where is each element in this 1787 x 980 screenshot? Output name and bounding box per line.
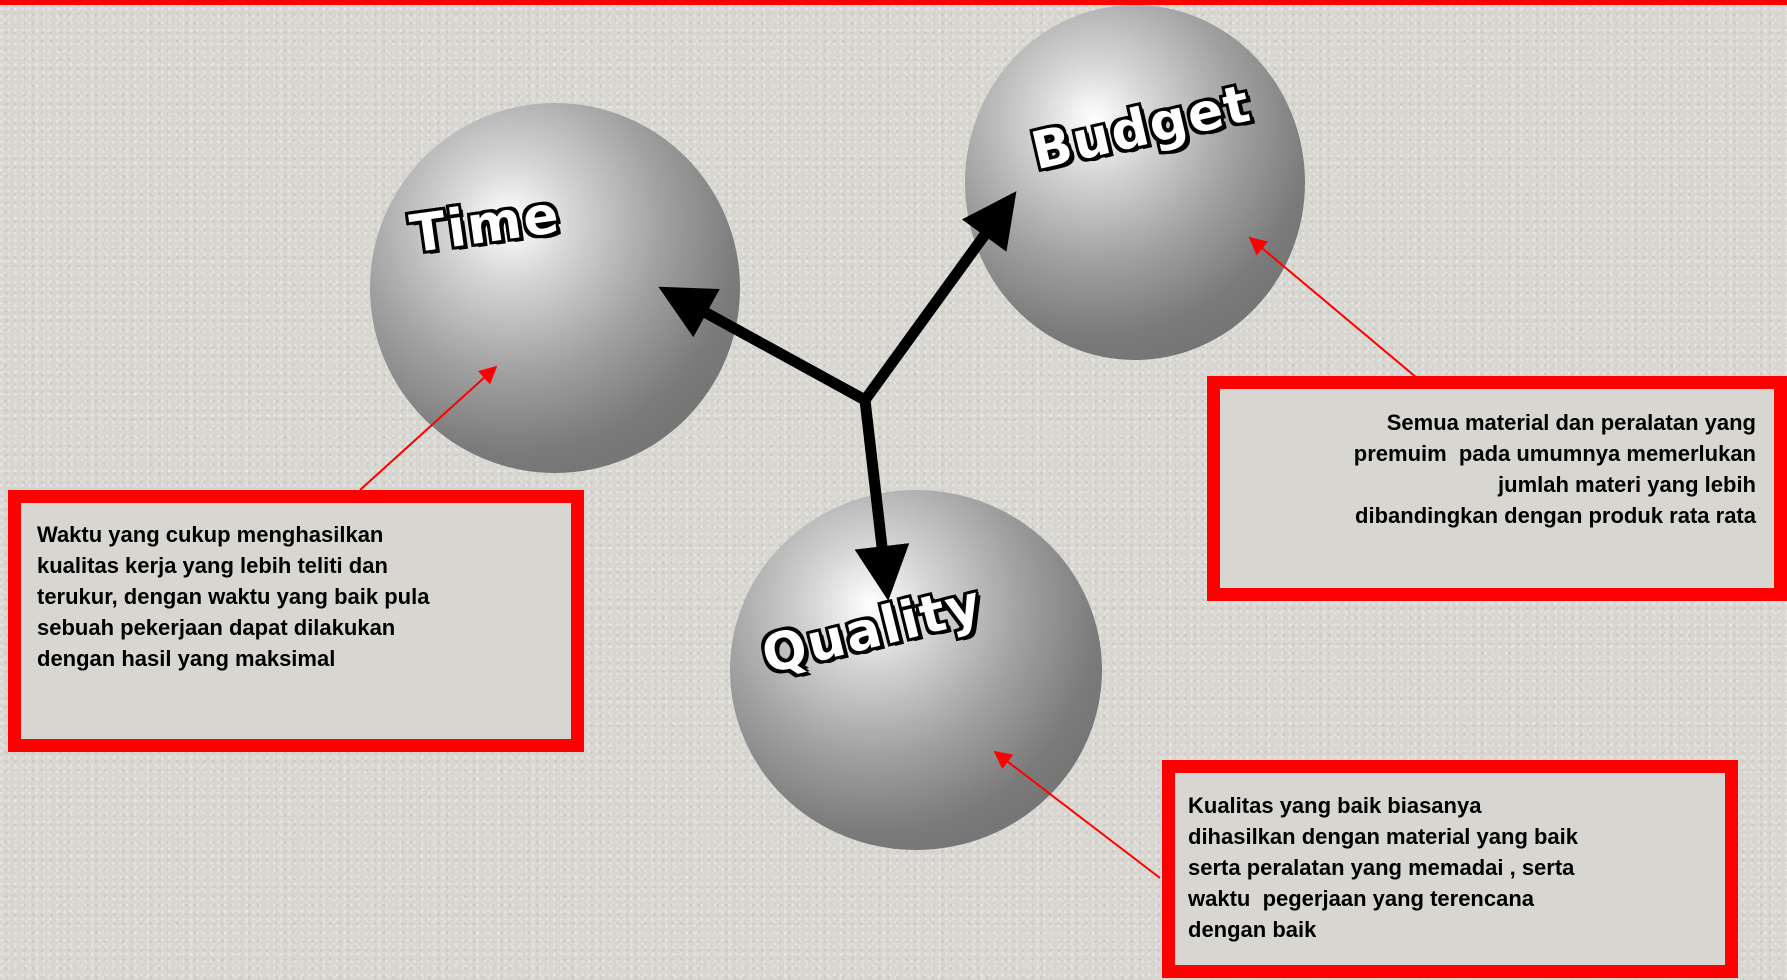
quality-callout-text: Kualitas yang baik biasanya dihasilkan d… xyxy=(1188,790,1578,945)
time-callout-line: dengan hasil yang maksimal xyxy=(37,646,336,671)
time-callout-line: terukur, dengan waktu yang baik pula xyxy=(37,584,430,609)
budget-callout-line: premuim pada umumnya memerlukan xyxy=(1353,441,1756,466)
time-callout-text: Waktu yang cukup menghasilkan kualitas k… xyxy=(37,519,429,674)
pointer-time xyxy=(359,365,498,491)
arrow-to-quality xyxy=(854,399,910,601)
time-callout xyxy=(8,490,584,752)
budget-callout-line: jumlah materi yang lebih xyxy=(1498,472,1756,497)
quality-callout-line: waktu pegerjaan yang terencana xyxy=(1188,886,1535,911)
budget-callout xyxy=(1207,376,1787,601)
arrow-to-budget xyxy=(860,191,1017,404)
time-callout-line: sebuah pekerjaan dapat dilakukan xyxy=(37,615,396,640)
quality-sphere xyxy=(730,490,1102,850)
quality-callout-line: serta peralatan yang memadai , serta xyxy=(1188,855,1575,880)
pointer-budget xyxy=(1248,236,1418,379)
arrow-to-time xyxy=(658,286,868,405)
budget-callout-line: dibandingkan dengan produk rata rata xyxy=(1355,503,1756,528)
quality-callout-line: Kualitas yang baik biasanya xyxy=(1188,793,1482,818)
quality-callout-line: dihasilkan dengan material yang baik xyxy=(1188,824,1579,849)
quality-callout-line: dengan baik xyxy=(1188,917,1317,942)
budget-sphere xyxy=(965,5,1305,360)
budget-callout-text: Semua material dan peralatan yang premui… xyxy=(1226,407,1756,531)
pointer-quality xyxy=(993,750,1161,879)
budget-callout-line: Semua material dan peralatan yang xyxy=(1386,410,1756,435)
time-callout-line: kualitas kerja yang lebih teliti dan xyxy=(37,553,388,578)
quality-callout xyxy=(1162,760,1738,978)
time-callout-line: Waktu yang cukup menghasilkan xyxy=(37,522,384,547)
top-border xyxy=(0,0,1787,5)
